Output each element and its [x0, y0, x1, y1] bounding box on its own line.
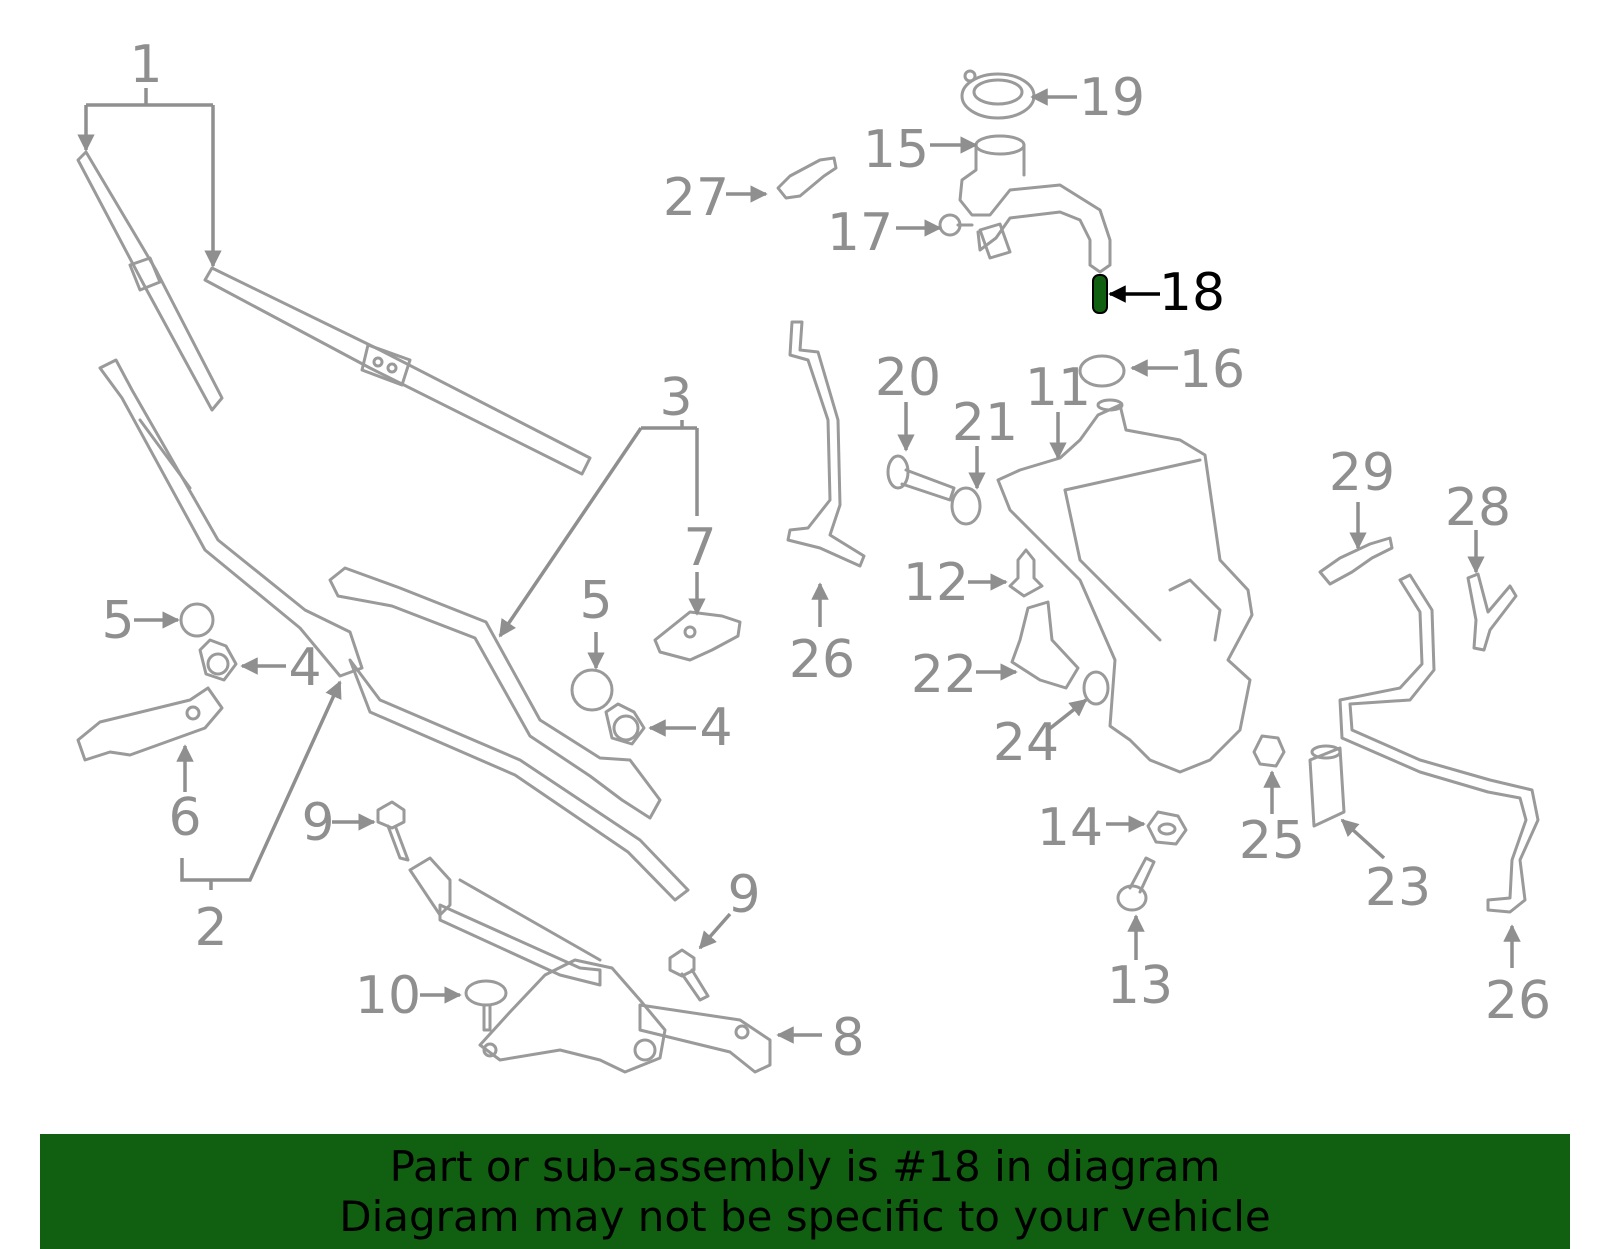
callout-23: 23 — [1365, 858, 1431, 918]
filler-neck-15[interactable] — [958, 134, 1112, 274]
nut-cap-4a[interactable] — [198, 638, 238, 682]
callout-5a: 5 — [101, 591, 134, 651]
bolt-9b[interactable] — [668, 948, 710, 1002]
callout-24: 24 — [993, 713, 1059, 773]
wiper-arm-left[interactable] — [98, 358, 364, 678]
callout-12: 12 — [903, 553, 969, 613]
cap-5b[interactable] — [570, 668, 614, 712]
grommet-20[interactable] — [886, 454, 956, 502]
nut-cap-4b[interactable] — [604, 702, 646, 746]
callout-11: 11 — [1025, 358, 1091, 418]
bolt-9a[interactable] — [376, 800, 410, 862]
callout-1: 1 — [129, 35, 162, 95]
notice-line-disclaimer: Diagram may not be specific to your vehi… — [339, 1192, 1271, 1241]
wiper-blade-left[interactable] — [76, 150, 224, 412]
callout-17: 17 — [827, 203, 893, 263]
hose-18-highlighted[interactable] — [1092, 274, 1108, 314]
clip-17[interactable] — [938, 213, 974, 237]
washer-nozzle-7[interactable] — [653, 610, 742, 662]
washer-hose-lower[interactable] — [1338, 573, 1540, 914]
clip-12[interactable] — [1008, 548, 1044, 598]
callout-3: 3 — [659, 368, 692, 428]
filler-cap-19[interactable] — [960, 69, 1036, 120]
callout-26a: 26 — [789, 630, 855, 690]
callout-7: 7 — [683, 518, 716, 578]
callout-8: 8 — [831, 1008, 864, 1068]
callout-21: 21 — [952, 393, 1018, 453]
wiper-arm-right[interactable] — [328, 566, 690, 902]
nut-14[interactable] — [1146, 810, 1188, 846]
callout-25: 25 — [1239, 811, 1305, 871]
notice-banner: Part or sub-assembly is #18 in diagram D… — [40, 1134, 1570, 1249]
cowl-cover-left[interactable] — [76, 686, 224, 762]
callout-20: 20 — [875, 348, 941, 408]
callout-16: 16 — [1179, 340, 1245, 400]
callout-4b: 4 — [699, 698, 732, 758]
callout-22: 22 — [911, 645, 977, 705]
callout-10: 10 — [355, 966, 421, 1026]
callout-2: 2 — [194, 898, 227, 958]
callout-27: 27 — [663, 168, 729, 228]
wiper-linkage[interactable] — [408, 856, 772, 1074]
grommet-24[interactable] — [1082, 670, 1110, 706]
cap-5a[interactable] — [179, 602, 215, 638]
clip-29[interactable] — [1318, 536, 1394, 586]
callout-9a: 9 — [301, 793, 334, 853]
washer-hose-upper[interactable] — [786, 320, 866, 568]
callout-18-highlighted: 18 — [1159, 263, 1225, 323]
callout-29: 29 — [1329, 443, 1395, 503]
o-ring-16[interactable] — [1078, 354, 1126, 388]
callout-19: 19 — [1079, 68, 1145, 128]
callout-14: 14 — [1037, 798, 1103, 858]
washer-pump-22[interactable] — [1010, 600, 1080, 690]
washer-reservoir-11[interactable] — [996, 398, 1254, 774]
callout-4a: 4 — [288, 638, 321, 698]
clip-27[interactable] — [776, 156, 838, 200]
callout-9b: 9 — [727, 865, 760, 925]
washer-pump-23[interactable] — [1308, 744, 1346, 828]
o-ring-21[interactable] — [950, 486, 982, 526]
nut-10[interactable] — [464, 979, 508, 1032]
notice-line-part: Part or sub-assembly is #18 in diagram — [389, 1142, 1221, 1191]
wiper-blade-right[interactable] — [203, 266, 592, 476]
callout-13: 13 — [1107, 956, 1173, 1016]
callout-15: 15 — [863, 120, 929, 180]
callout-6: 6 — [168, 788, 201, 848]
bolt-13[interactable] — [1116, 856, 1156, 912]
bracket-28[interactable] — [1466, 572, 1518, 652]
callout-28: 28 — [1445, 478, 1511, 538]
callout-5b: 5 — [579, 571, 612, 631]
callout-26b: 26 — [1485, 971, 1551, 1031]
grommet-25[interactable] — [1252, 734, 1286, 768]
